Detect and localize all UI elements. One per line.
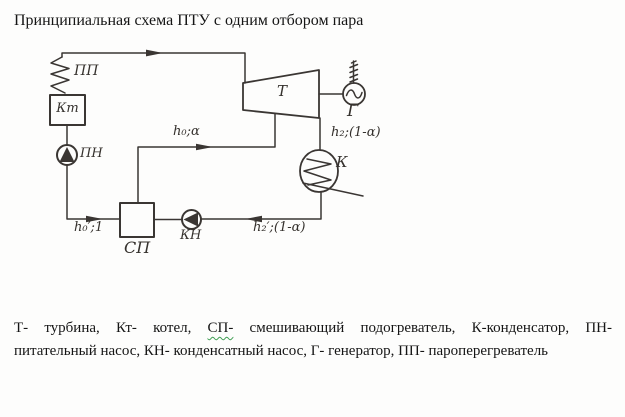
boiler-label: Кт [56,101,79,116]
condensate-pump-symbol [181,209,202,230]
exhaust-flow-label: h₂;(1-α) [331,125,381,140]
feedwater-flow-label: h₀′;1 [74,220,104,235]
main-steam-line [61,49,246,84]
mixing-heater-box [119,202,155,238]
sine-wave-icon [345,89,363,99]
condensate-line [200,191,322,223]
legend-line1-post: смешивающий подогреватель, К-конденсатор… [233,320,612,336]
condenser-symbol [299,149,364,197]
busbar-ticks [349,60,359,83]
condensate-flow-label: h₂′;(1-α) [253,220,306,235]
component-legend: Т- турбина, Кт- котел, СП- смешивающий п… [14,317,612,362]
feed-pump-label: ПН [80,146,103,161]
turbine-label: Т [277,82,288,100]
feedwater-line [66,164,121,223]
legend-line1-pre: Т- турбина, Кт- котел, [14,320,208,336]
extraction-line [137,112,276,204]
turbine-shape [242,69,320,119]
mixing-heater-label: СП [124,238,151,257]
generator-symbol [342,60,366,106]
generator-label: Г [347,101,359,121]
legend-line1-spellcheck-word: СП- [207,320,234,336]
feed-pump-symbol [56,144,78,166]
condenser-label: К [336,153,348,171]
superheater-symbol [50,56,70,94]
legend-line-2: питательный насос, КН- конденсатный насо… [14,342,549,359]
legend-line-1: Т- турбина, Кт- котел, СП- смешивающий п… [14,317,612,340]
superheater-label: ПП [74,63,99,79]
condensate-pump-label: КН [180,228,202,243]
extraction-flow-label: h₀;α [173,124,200,139]
cooling-water-line [302,182,364,197]
page-title: Принципиальная схема ПТУ с одним отбором… [14,12,364,29]
